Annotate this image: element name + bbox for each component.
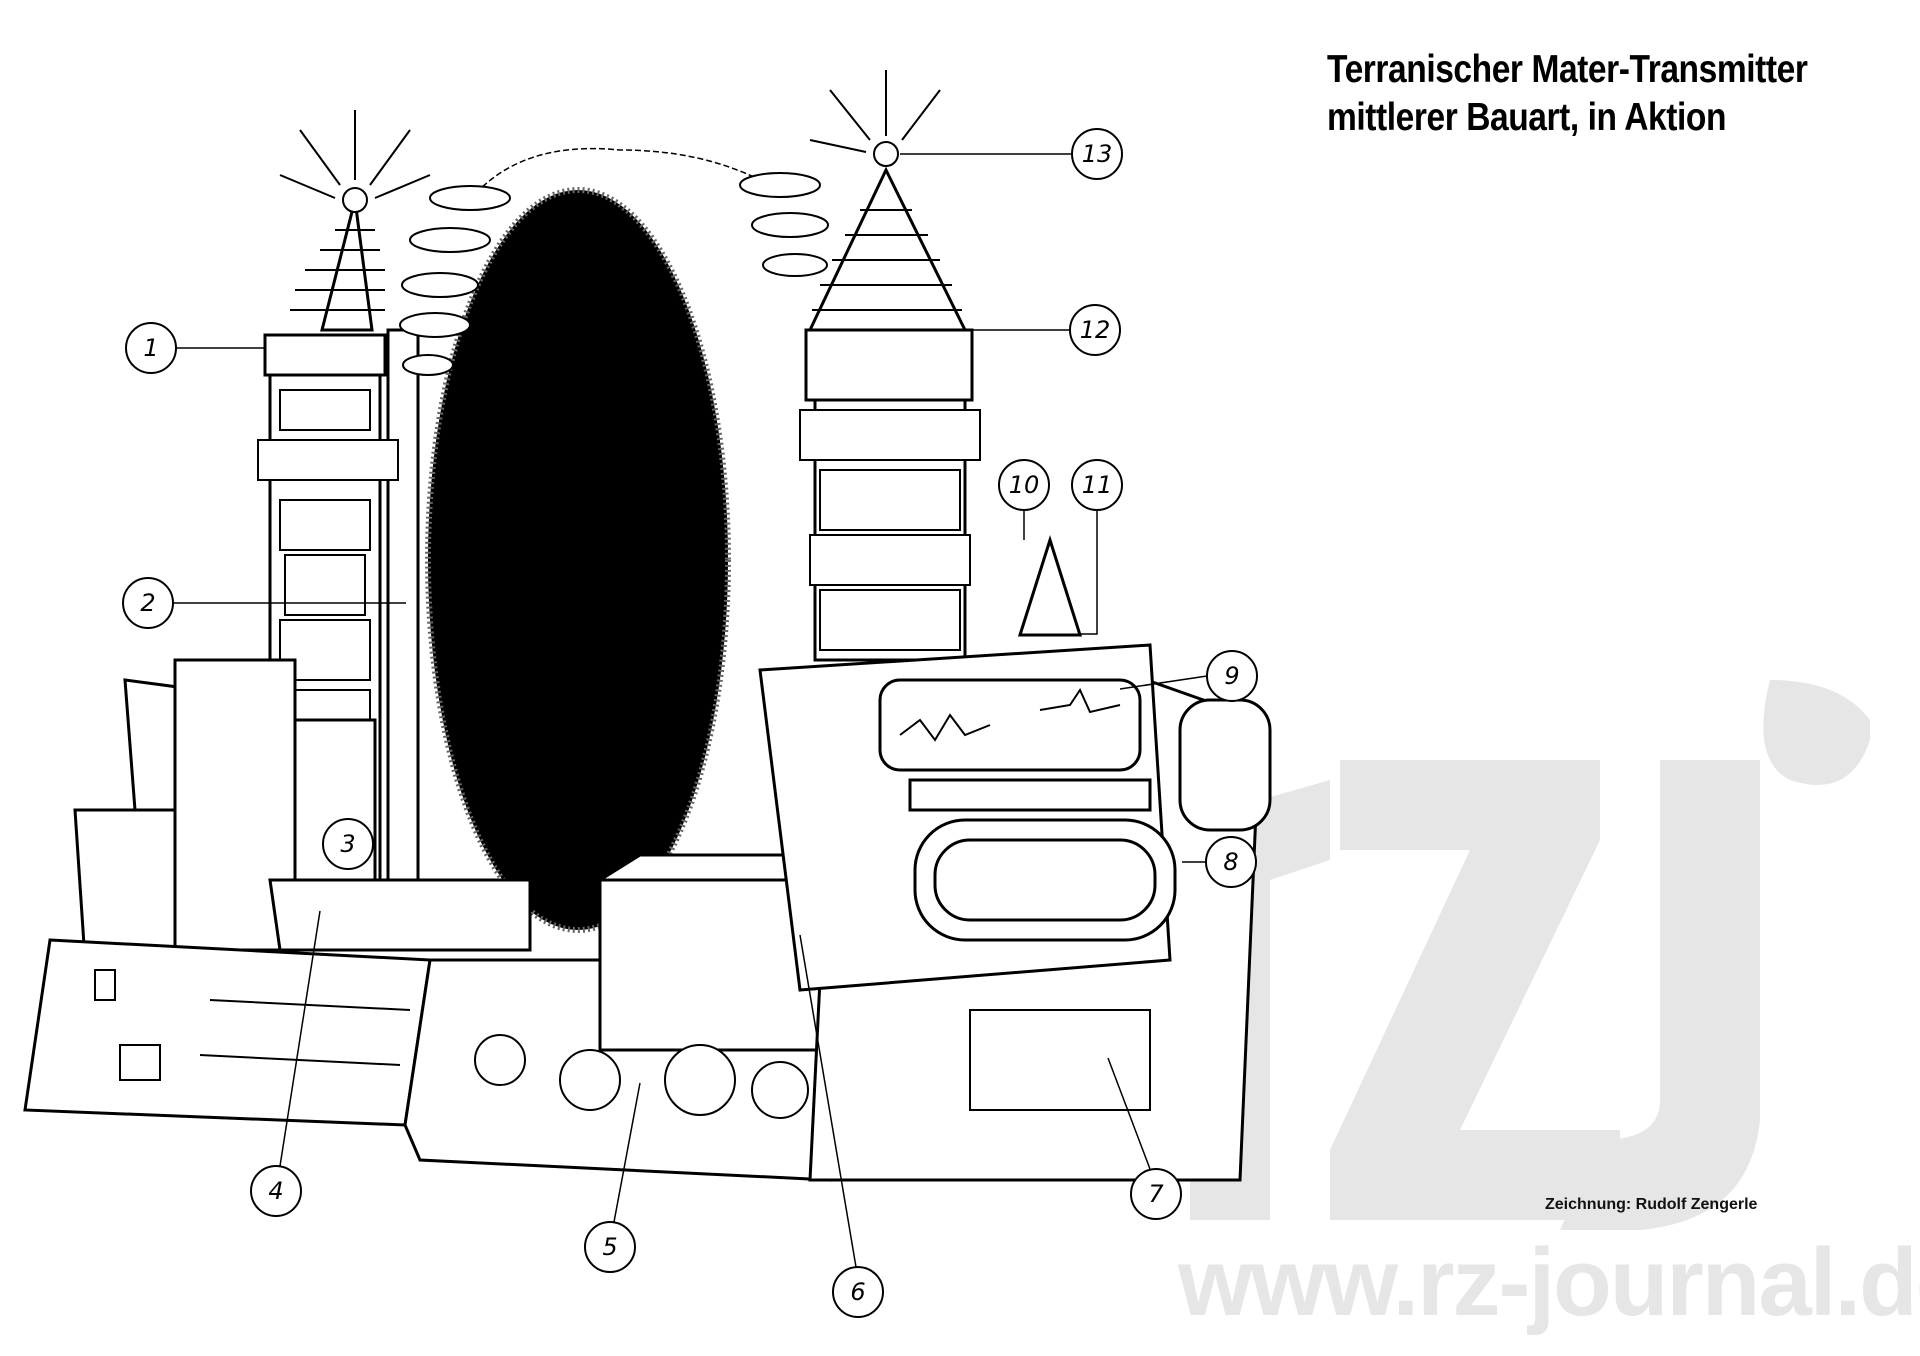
callout-1: 1 — [125, 322, 177, 374]
callout-9: 9 — [1206, 650, 1258, 702]
svg-text:9: 9 — [1224, 662, 1239, 690]
svg-text:12: 12 — [1080, 316, 1111, 344]
page-title: Terranischer Mater-Transmitter mittlerer… — [1327, 46, 1808, 142]
svg-text:1: 1 — [143, 334, 158, 362]
title-line-2: mittlerer Bauart, in Aktion — [1327, 96, 1727, 139]
svg-text:13: 13 — [1082, 140, 1113, 168]
callout-12: 12 — [1069, 304, 1121, 356]
watermark-url: www.rz-journal.de — [1178, 1229, 1920, 1336]
svg-text:2: 2 — [140, 589, 155, 617]
callout-6: 6 — [832, 1266, 884, 1318]
transmitter-portal — [425, 187, 731, 933]
callout-2: 2 — [122, 577, 174, 629]
svg-text:3: 3 — [340, 830, 355, 858]
left-beacon-icon — [279, 110, 431, 213]
right-beacon-icon — [809, 70, 941, 167]
leader-lines — [173, 153, 1208, 1268]
energy-arc — [469, 147, 761, 201]
svg-text:5: 5 — [602, 1233, 617, 1261]
title-line-1: Terranischer Mater-Transmitter — [1327, 48, 1808, 91]
svg-text:6: 6 — [850, 1278, 865, 1306]
svg-text:10: 10 — [1009, 471, 1040, 499]
callout-5: 5 — [584, 1221, 636, 1273]
svg-text:4: 4 — [268, 1177, 283, 1205]
svg-text:8: 8 — [1223, 848, 1238, 876]
rzj-watermark-logo — [1190, 680, 1870, 1230]
callout-4: 4 — [250, 1165, 302, 1217]
svg-text:11: 11 — [1082, 471, 1113, 499]
callout-7: 7 — [1130, 1168, 1182, 1220]
callout-13: 13 — [1071, 128, 1123, 180]
illustration-credit: Zeichnung: Rudolf Zengerle — [1545, 1196, 1758, 1213]
callout-10: 10 — [998, 459, 1050, 511]
svg-text:7: 7 — [1148, 1180, 1164, 1208]
right-console — [758, 535, 1272, 1182]
right-tower — [739, 166, 981, 662]
callout-11: 11 — [1071, 459, 1123, 511]
callout-3: 3 — [322, 818, 374, 870]
callout-8: 8 — [1205, 836, 1257, 888]
